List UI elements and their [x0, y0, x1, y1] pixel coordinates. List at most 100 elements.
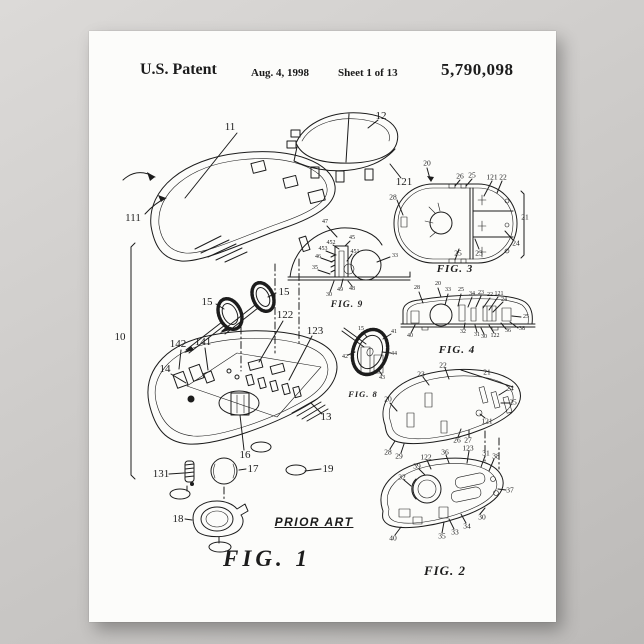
ref-label-fig9-30: 30	[326, 292, 332, 298]
fig2-base	[381, 451, 506, 535]
patent-page: U.S. Patent Aug. 4, 1998 Sheet 1 of 13 5…	[89, 31, 556, 622]
bracket-10	[131, 243, 135, 479]
ref-label-fig4-32: 32	[460, 329, 466, 335]
ref-label-fig8-41: 41	[391, 329, 397, 335]
ref-label-fig2-121: 121	[481, 417, 492, 426]
ref-label-fig9-33: 33	[392, 253, 398, 259]
ref-label-fig2-39: 39	[413, 462, 421, 471]
ref-label-main-14: 14	[160, 363, 171, 375]
ref-label-fig9-46: 46	[315, 254, 321, 260]
ref-label-fig9-45: 45	[349, 235, 355, 241]
ref-label-fig2-20: 20	[384, 395, 392, 404]
ref-label-fig4-33: 33	[445, 287, 451, 293]
ref-label-fig2-35: 35	[438, 532, 446, 541]
fig4-caption: FIG. 4	[439, 344, 476, 356]
ref-label-fig2-23: 23	[417, 370, 425, 379]
fig2-top-shell	[383, 368, 521, 453]
ref-label-fig4-38: 38	[519, 326, 525, 332]
ref-label-fig4-31: 31	[474, 332, 480, 338]
ref-label-fig2-34: 34	[463, 522, 471, 531]
fig8-drawing	[342, 325, 393, 379]
ref-label-fig2-29: 29	[395, 452, 403, 461]
fig9-caption: FIG. 9	[331, 300, 363, 310]
ref-label-main-16: 16	[240, 449, 251, 461]
ref-label-main-111: 111	[125, 212, 141, 224]
ref-label-main-18: 18	[173, 513, 184, 525]
ref-label-fig8-43: 43	[379, 375, 385, 381]
ref-label-fig2-30: 30	[478, 513, 486, 522]
ref-label-fig3-121: 121	[486, 173, 497, 182]
ref-label-fig4-36: 36	[505, 328, 511, 334]
ref-label-main-17: 17	[248, 463, 259, 475]
ref-label-fig9-451: 451	[351, 249, 360, 255]
ref-label-fig8-42: 42	[342, 354, 348, 360]
ref-label-fig2-37: 37	[506, 486, 514, 495]
bracket-21	[521, 191, 524, 258]
ref-label-fig3-21: 21	[521, 213, 529, 222]
ref-label-main-122: 122	[277, 309, 294, 321]
ref-label-main-131: 131	[153, 468, 170, 480]
ref-label-fig4-23: 23	[478, 290, 484, 296]
ref-label-fig3-24: 24	[512, 239, 520, 248]
ref-label-fig2-28: 28	[384, 448, 392, 457]
ref-label-fig2-21: 21	[483, 368, 491, 377]
ref-label-fig2-25: 25	[509, 398, 517, 407]
fig1-caption: FIG. 1	[223, 546, 311, 572]
fig8-caption: FIG. 8	[348, 389, 378, 399]
ref-label-main-12: 12	[376, 110, 387, 122]
ref-label-main-11: 11	[225, 121, 236, 133]
fig1-base-assembly	[131, 243, 337, 479]
ref-label-main-10: 10	[115, 331, 126, 343]
ref-label-fig9-452: 452	[327, 240, 336, 246]
ref-label-fig4-25: 25	[523, 314, 529, 320]
fig3-caption: FIG. 3	[437, 263, 474, 275]
ref-label-main-121: 121	[396, 176, 413, 188]
ref-label-main-15: 15	[279, 286, 290, 298]
ref-label-main-15: 15	[202, 296, 213, 308]
ref-label-fig2-26: 26	[453, 436, 461, 445]
ref-label-fig3-26: 26	[456, 172, 464, 181]
ref-label-fig4-40: 40	[407, 333, 413, 339]
ref-label-fig3-25: 25	[468, 171, 476, 180]
ref-label-fig8-15: 15	[358, 326, 364, 332]
ref-label-main-142: 142	[170, 338, 187, 350]
ref-label-fig2-22: 22	[439, 361, 447, 370]
ref-label-fig8-44: 44	[391, 351, 397, 357]
ref-label-fig3-22: 22	[499, 173, 507, 182]
ref-label-fig9-35: 35	[312, 265, 318, 271]
ref-label-fig4-22: 22	[487, 292, 493, 298]
ref-label-fig2-24: 24	[506, 384, 514, 393]
ref-label-main-123: 123	[307, 325, 324, 337]
ref-label-fig3-23: 23	[475, 249, 483, 258]
fig1-button-assembly	[287, 113, 401, 182]
ref-label-fig4-25: 25	[458, 287, 464, 293]
ref-label-fig4-20: 20	[435, 281, 441, 287]
ref-label-fig2-32: 32	[398, 473, 406, 482]
ref-label-fig2-33: 33	[451, 528, 459, 537]
ref-label-main-13: 13	[321, 411, 332, 423]
ref-label-fig4-24: 24	[501, 297, 507, 303]
ref-label-main-141: 141	[195, 336, 212, 348]
ref-label-fig2-36: 36	[441, 448, 449, 457]
ref-label-main-19: 19	[323, 463, 334, 475]
ref-label-fig4-122: 122	[491, 333, 500, 339]
ref-label-fig2-123: 123	[462, 444, 473, 453]
ref-label-fig2-38: 38	[492, 452, 500, 461]
ref-label-fig9-49: 49	[337, 287, 343, 293]
fig2-caption: FIG. 2	[424, 563, 466, 579]
ref-label-fig4-28: 28	[414, 285, 420, 291]
ref-label-fig4-30: 30	[481, 334, 487, 340]
ref-label-fig9-48: 48	[349, 286, 355, 292]
ref-label-fig9-47: 47	[322, 219, 328, 225]
ref-label-fig2-122: 122	[420, 453, 431, 462]
ref-label-fig2-40: 40	[389, 534, 397, 543]
ref-label-fig2-31: 31	[482, 449, 490, 458]
fig4-drawing	[401, 288, 535, 334]
ref-label-fig9-453: 453	[319, 246, 328, 252]
prior-art-label: PRIOR ART	[275, 515, 354, 529]
ref-label-fig3-28: 28	[389, 193, 397, 202]
ref-label-fig3-20: 20	[423, 159, 431, 168]
ref-label-fig4-34: 34	[469, 291, 475, 297]
ref-label-fig3-25: 25	[454, 249, 462, 258]
